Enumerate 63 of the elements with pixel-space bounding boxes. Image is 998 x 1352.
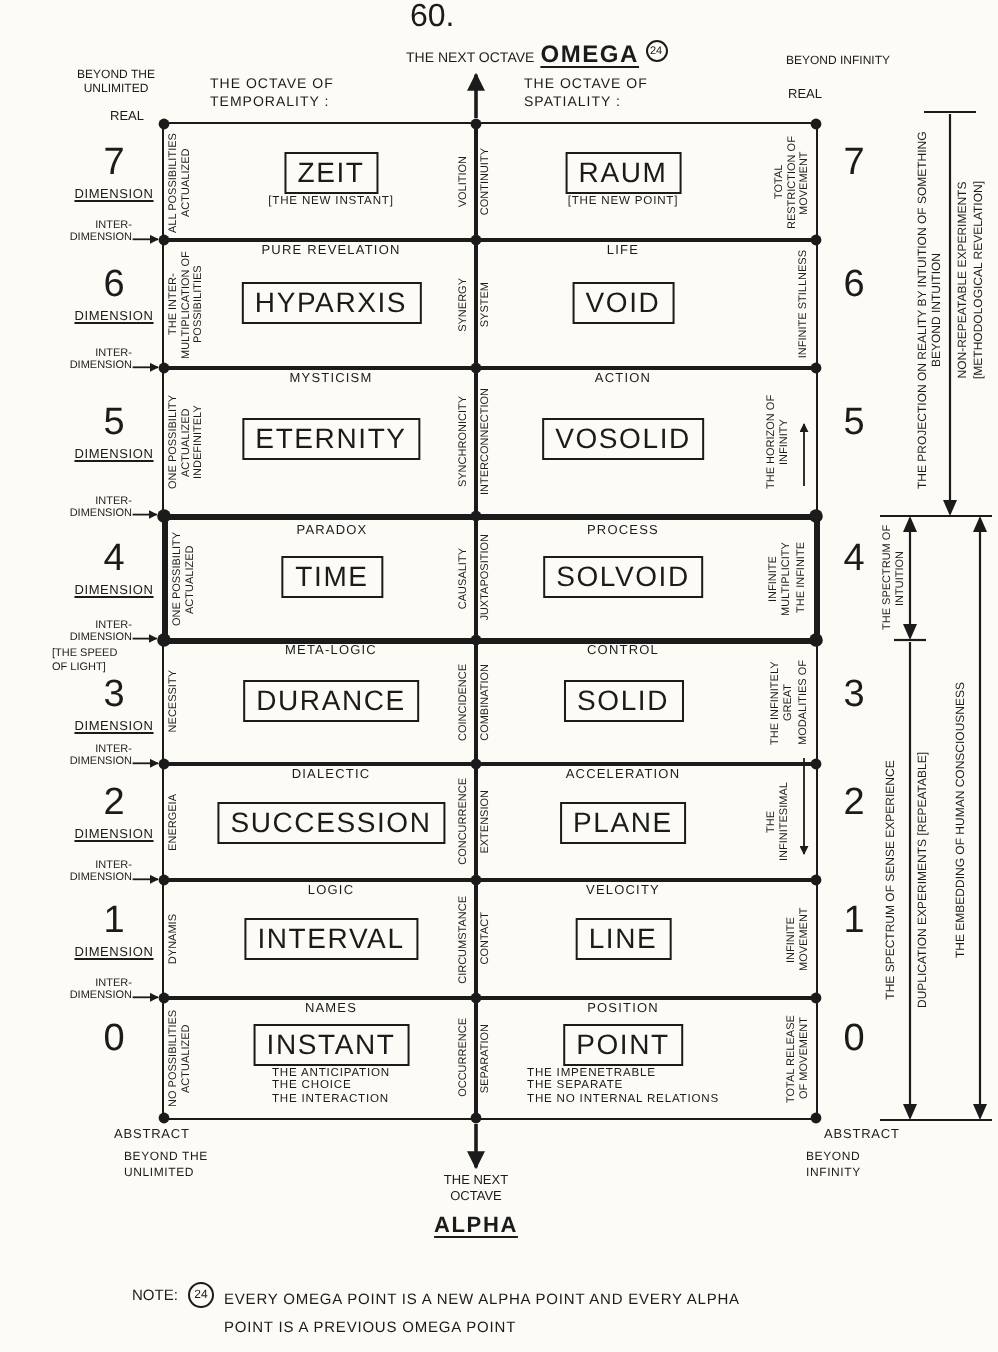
arrow	[131, 758, 159, 768]
term-box: POINT	[562, 1023, 684, 1065]
grid-cell	[474, 122, 818, 242]
junction-dot	[158, 234, 170, 246]
dimension-number: 3	[103, 676, 125, 716]
grid-cell	[474, 513, 819, 643]
term-box: DURANCE	[242, 679, 420, 721]
dimension-number: 4	[843, 540, 865, 580]
term-box: PLANE	[559, 801, 687, 843]
arrow	[131, 362, 159, 372]
grid-cell	[162, 238, 478, 370]
term-box: INTERVAL	[243, 917, 419, 959]
term-box: ZEIT	[283, 151, 379, 193]
octave-name: ALPHA	[434, 1214, 518, 1240]
junction-dot	[470, 1112, 482, 1124]
grid-cell	[162, 762, 478, 882]
dimension-number: 7	[103, 144, 125, 184]
term-box: VOSOLID	[541, 417, 705, 459]
arrow	[131, 510, 158, 520]
arrow	[131, 234, 159, 244]
dimension-number: 1	[103, 901, 125, 941]
dimension-number: 5	[103, 404, 125, 444]
dimension-number: 2	[103, 784, 125, 824]
dimension-number: 0	[843, 1020, 865, 1060]
page-number: 60.	[410, 0, 455, 36]
junction-dot	[470, 118, 482, 130]
dimension-number: 4	[103, 540, 125, 580]
grid-cell	[474, 238, 818, 370]
grid-cell	[474, 878, 818, 1000]
junction-dot	[158, 992, 170, 1004]
dimension-number: 3	[843, 676, 865, 716]
junction-dot	[158, 362, 170, 374]
term-box: ETERNITY	[241, 417, 421, 459]
dimension-number: 7	[843, 144, 865, 184]
grid-cell	[474, 762, 818, 882]
arrow	[467, 72, 485, 118]
term-box: RAUM	[564, 151, 682, 193]
junction-dot	[158, 874, 170, 886]
grid-cell	[162, 878, 478, 1000]
grid-cell	[161, 513, 478, 643]
grid-cell	[162, 996, 478, 1120]
term-box: HYPARXIS	[240, 281, 422, 323]
dimension-number: 2	[843, 784, 865, 824]
dimension-number: 1	[843, 901, 865, 941]
dimension-number: 6	[103, 266, 125, 306]
term-box: LINE	[574, 917, 672, 959]
arrow	[131, 992, 159, 1002]
grid-cell	[474, 996, 818, 1120]
arrow	[131, 634, 158, 644]
term-box: SOLID	[563, 679, 683, 721]
arrow	[467, 1124, 485, 1170]
term-box: SOLVOID	[542, 556, 704, 598]
grid-cell	[162, 122, 478, 242]
term-box: INSTANT	[252, 1023, 410, 1065]
dimension-number: 0	[103, 1020, 125, 1060]
junction-dot	[158, 758, 170, 770]
arrow	[131, 874, 159, 884]
octave-name: OMEGA	[540, 40, 640, 68]
dimension-number: 5	[843, 404, 865, 444]
term-box: TIME	[281, 556, 383, 598]
term-box: SUCCESSION	[216, 801, 446, 843]
dimension-number: 6	[843, 266, 865, 306]
term-box: VOID	[571, 281, 675, 323]
